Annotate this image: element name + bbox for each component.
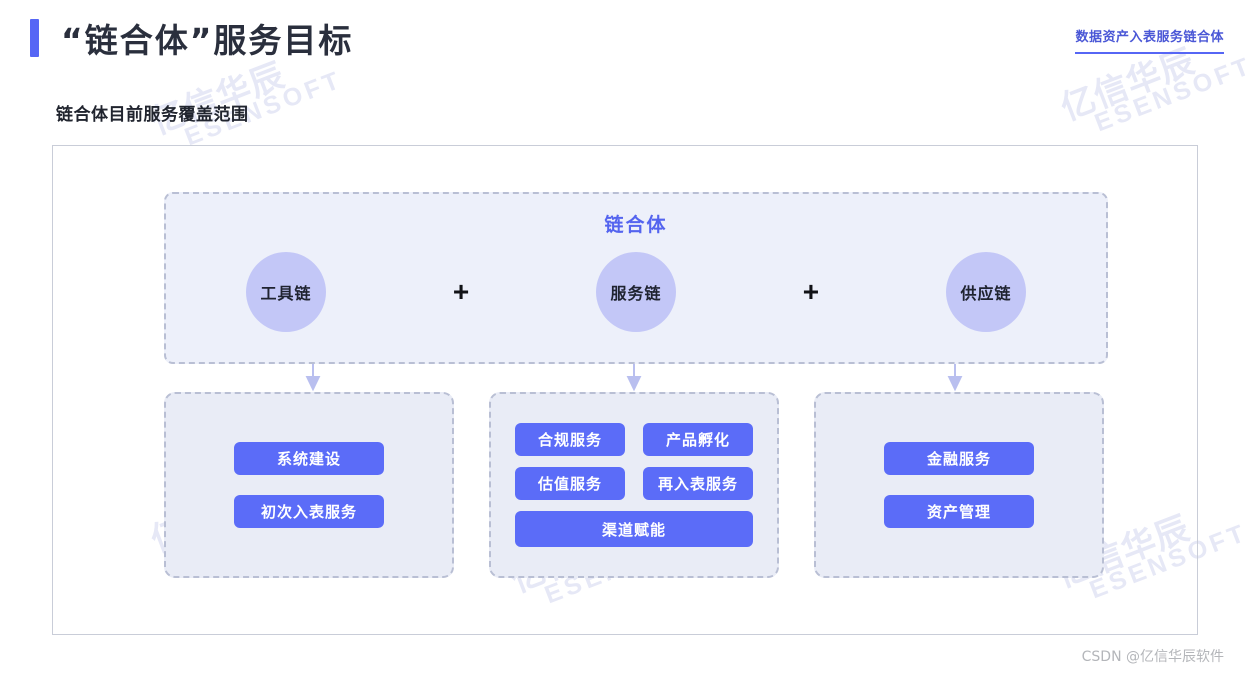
page-title-text: “链合体”服务目标 — [61, 21, 354, 60]
service-pill[interactable]: 初次入表服务 — [234, 495, 384, 528]
page-title: “链合体”服务目标 — [30, 14, 353, 62]
brand-label: 数据资产入表服务链合体 — [1075, 26, 1224, 54]
chain-node-row: 工具链 + 服务链 + 供应链 — [166, 252, 1106, 332]
service-pill[interactable]: 再入表服务 — [643, 467, 753, 500]
service-chain-column: 合规服务 产品孵化 估值服务 再入表服务 渠道赋能 — [489, 392, 779, 578]
service-pill-row: 估值服务 再入表服务 — [515, 467, 753, 500]
tool-chain-column: 系统建设 初次入表服务 — [164, 392, 454, 578]
service-pill[interactable]: 产品孵化 — [643, 423, 753, 456]
service-columns: 系统建设 初次入表服务 合规服务 产品孵化 估值服务 再入表服务 渠道赋能 金融… — [164, 392, 1104, 578]
title-accent-bar — [30, 19, 39, 57]
plus-operator-icon: + — [802, 276, 820, 307]
plus-operator-icon: + — [452, 276, 470, 307]
panel-title: 链合体 — [604, 214, 668, 236]
service-pill-row: 合规服务 产品孵化 — [515, 423, 753, 456]
service-pill-row: 渠道赋能 — [515, 511, 753, 547]
lianheti-panel: 链合体 工具链 + 服务链 + 供应链 — [164, 192, 1108, 364]
diagram-frame — [52, 145, 1198, 635]
service-pill[interactable]: 金融服务 — [884, 442, 1034, 475]
supply-chain-column: 金融服务 资产管理 — [814, 392, 1104, 578]
service-pill[interactable]: 合规服务 — [515, 423, 625, 456]
brand-underline — [1075, 52, 1224, 54]
service-pill[interactable]: 估值服务 — [515, 467, 625, 500]
watermark-line2: ESENSOFT — [1090, 51, 1248, 138]
chain-node-service[interactable]: 服务链 — [595, 252, 676, 332]
service-pill[interactable]: 渠道赋能 — [515, 511, 753, 547]
service-pill[interactable]: 系统建设 — [234, 442, 384, 475]
brand-text: 数据资产入表服务链合体 — [1075, 30, 1224, 45]
section-subtitle: 链合体目前服务覆盖范围 — [56, 105, 249, 125]
chain-node-tool[interactable]: 工具链 — [246, 252, 326, 332]
chain-node-supply[interactable]: 供应链 — [945, 252, 1026, 332]
service-pill[interactable]: 资产管理 — [884, 495, 1034, 528]
csdn-credit: CSDN @亿信华辰软件 — [1081, 649, 1224, 665]
